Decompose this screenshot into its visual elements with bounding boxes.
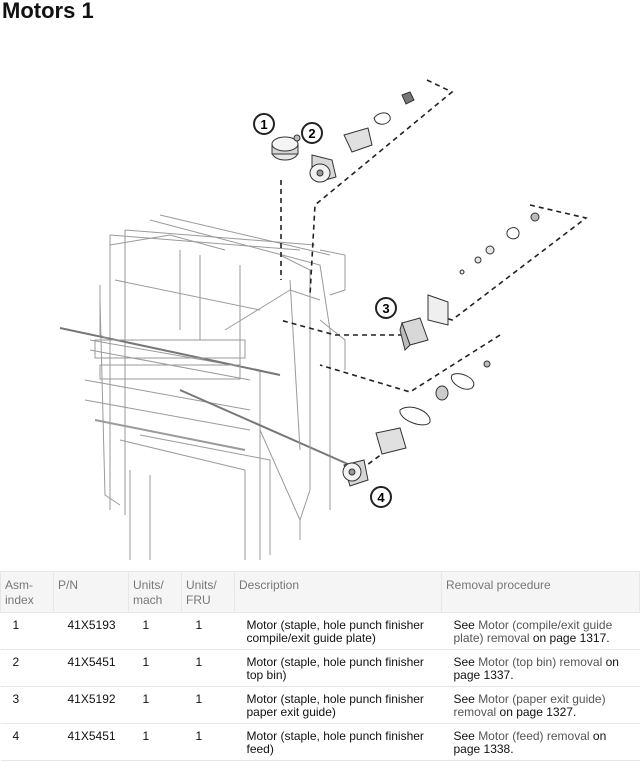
callout-3: 3 bbox=[375, 297, 397, 319]
cell-units-mach: 1 bbox=[128, 649, 182, 687]
exploded-parts-diagram: 1 2 3 4 bbox=[59, 79, 588, 560]
motor-3 bbox=[399, 294, 449, 351]
cell-description: Motor (staple, hole punch finisher feed) bbox=[234, 723, 442, 761]
header-removal: Removal procedure bbox=[441, 571, 640, 613]
header-units-fru: Units/ FRU bbox=[181, 571, 235, 613]
finisher-frame bbox=[59, 214, 351, 560]
removal-link[interactable]: Motor (top bin) removal bbox=[478, 655, 603, 669]
cell-units-fru: 1 bbox=[181, 686, 235, 724]
cell-description: Motor (staple, hole punch finisher compi… bbox=[234, 612, 442, 650]
cell-description: Motor (staple, hole punch finisher paper… bbox=[234, 686, 442, 724]
cell-units-mach: 1 bbox=[128, 723, 182, 761]
svg-text:3: 3 bbox=[382, 301, 389, 316]
cell-index: 3 bbox=[0, 686, 54, 724]
cell-pn: 41X5451 bbox=[53, 649, 129, 687]
cell-pn: 41X5451 bbox=[53, 723, 129, 761]
upper-parts bbox=[343, 91, 415, 153]
cell-removal: See Motor (feed) removal on page 1338. bbox=[441, 723, 640, 761]
header-pn: P/N bbox=[53, 571, 129, 613]
removal-link[interactable]: Motor (paper exit guide) removal bbox=[453, 692, 606, 719]
shaft-parts bbox=[459, 212, 540, 275]
page-title: Motors 1 bbox=[2, 0, 94, 23]
cell-pn: 41X5193 bbox=[53, 612, 129, 650]
removal-link[interactable]: Motor (compile/exit guide plate) removal bbox=[453, 618, 613, 645]
callout-4: 4 bbox=[370, 486, 392, 508]
belt-parts bbox=[375, 360, 491, 455]
header-description: Description bbox=[234, 571, 442, 613]
table-row: 4 41X5451 1 1 Motor (staple, hole punch … bbox=[0, 723, 640, 761]
cell-description: Motor (staple, hole punch finisher top b… bbox=[234, 649, 442, 687]
cell-index: 4 bbox=[0, 723, 54, 761]
svg-text:4: 4 bbox=[377, 490, 385, 505]
cell-removal: See Motor (compile/exit guide plate) rem… bbox=[441, 612, 640, 650]
cell-units-mach: 1 bbox=[128, 612, 182, 650]
cell-units-fru: 1 bbox=[181, 612, 235, 650]
cell-units-mach: 1 bbox=[128, 686, 182, 724]
cell-removal: See Motor (paper exit guide) removal on … bbox=[441, 686, 640, 724]
cell-removal: See Motor (top bin) removal on page 1337… bbox=[441, 649, 640, 687]
table-row: 2 41X5451 1 1 Motor (staple, hole punch … bbox=[0, 649, 640, 687]
removal-link[interactable]: Motor (feed) removal bbox=[478, 729, 590, 743]
cell-pn: 41X5192 bbox=[53, 686, 129, 724]
svg-text:1: 1 bbox=[260, 117, 267, 132]
cell-index: 2 bbox=[0, 649, 54, 687]
callout-1: 1 bbox=[253, 113, 275, 135]
header-units-mach: Units/ mach bbox=[128, 571, 182, 613]
table-row: 1 41X5193 1 1 Motor (staple, hole punch … bbox=[0, 612, 640, 650]
svg-text:2: 2 bbox=[308, 126, 315, 141]
motor-1 bbox=[271, 134, 301, 161]
header-asm-index: Asm- index bbox=[0, 571, 54, 613]
callout-2: 2 bbox=[301, 122, 323, 144]
cell-units-fru: 1 bbox=[181, 723, 235, 761]
parts-table: Asm- index P/N Units/ mach Units/ FRU De… bbox=[0, 571, 640, 761]
motor-4 bbox=[342, 459, 369, 487]
table-header-row: Asm- index P/N Units/ mach Units/ FRU De… bbox=[0, 571, 640, 613]
table-row: 3 41X5192 1 1 Motor (staple, hole punch … bbox=[0, 686, 640, 724]
leader-lines bbox=[279, 79, 588, 466]
cell-index: 1 bbox=[0, 612, 54, 650]
cell-units-fru: 1 bbox=[181, 649, 235, 687]
motor-2 bbox=[309, 154, 337, 183]
